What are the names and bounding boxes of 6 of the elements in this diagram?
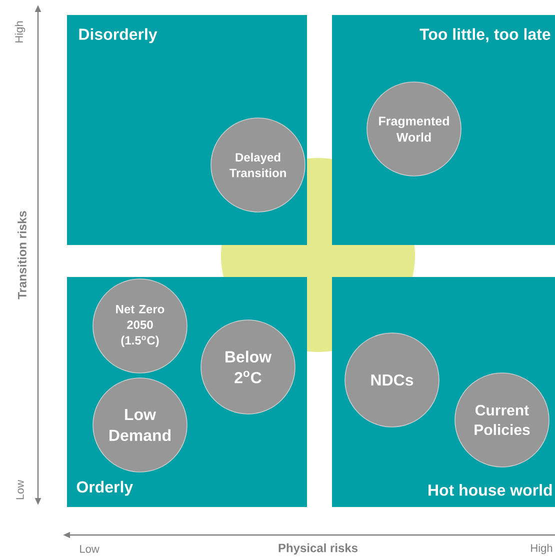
axis-label: Low: [80, 545, 100, 553]
axis-label: Physical risks: [278, 543, 358, 555]
axis-label: Low: [16, 480, 24, 500]
axis-label: High: [14, 21, 26, 42]
axis-label: Transition risks: [18, 211, 26, 300]
axis-label: High: [531, 544, 552, 554]
